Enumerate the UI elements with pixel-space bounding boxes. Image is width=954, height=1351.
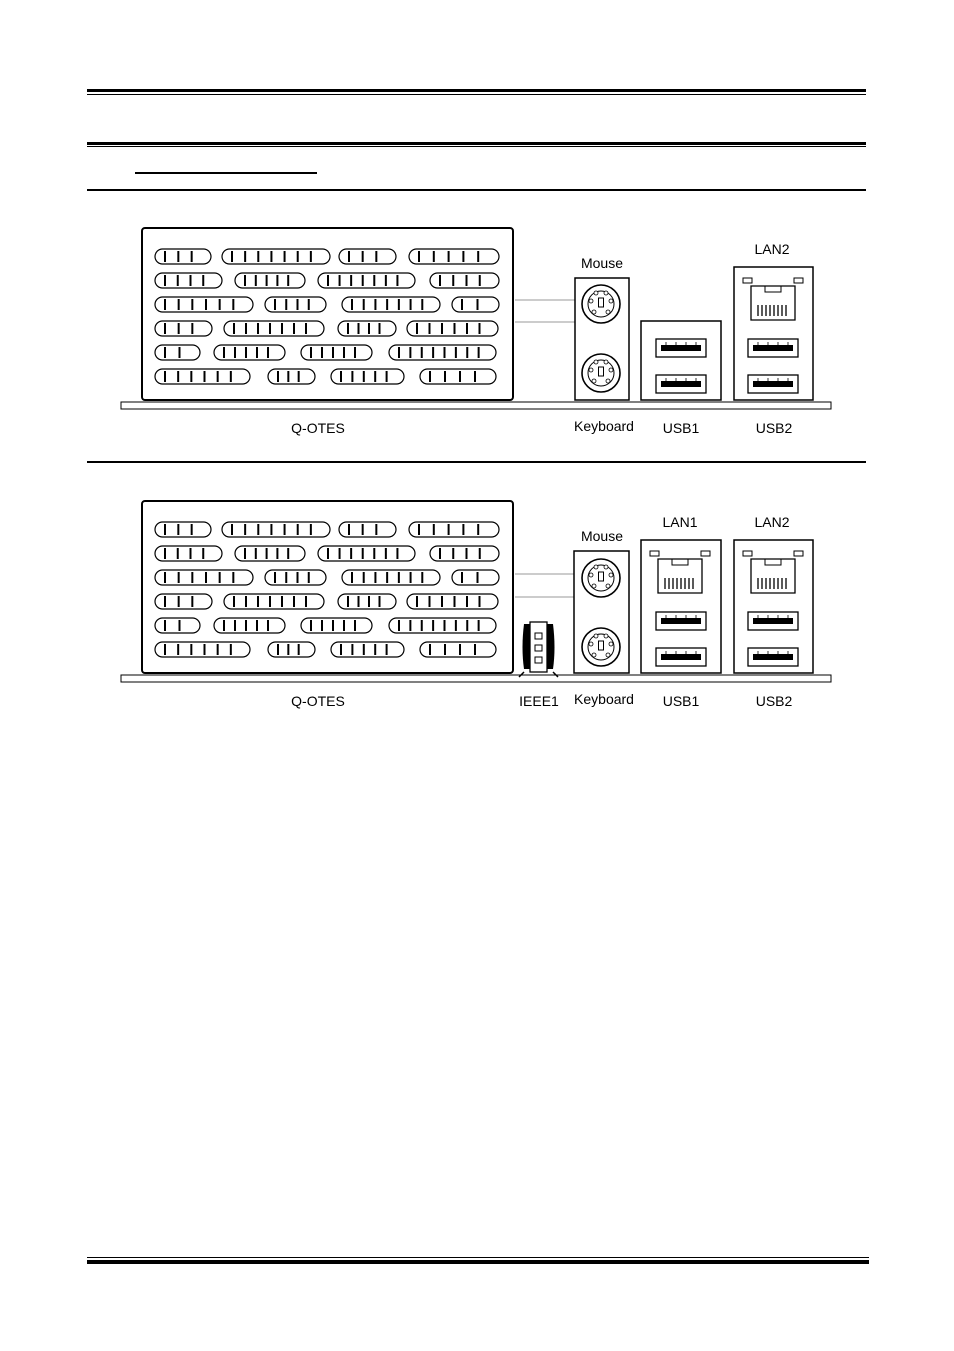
- vent-slot: [268, 369, 315, 384]
- usb2-label: USB2: [756, 420, 793, 436]
- vent-slot: [224, 594, 324, 609]
- vent-slot: [155, 249, 211, 264]
- usb-port-icon: [656, 375, 706, 393]
- vent-slot: [338, 321, 396, 336]
- vent-slot: [155, 570, 253, 585]
- vent-slot: [389, 618, 496, 633]
- ieee1394-port-icon: [519, 622, 558, 677]
- chassis-base-plate: [121, 402, 831, 409]
- keyboard-port-icon: [582, 628, 620, 666]
- vent-slot: [342, 570, 440, 585]
- usb-port-icon: [656, 339, 706, 357]
- vent-slot: [342, 297, 440, 312]
- mouse-port-icon: [582, 285, 620, 323]
- usb1-label: USB1: [663, 693, 700, 709]
- keyboard-port-icon: [582, 354, 620, 392]
- mouse-label: Mouse: [581, 255, 623, 271]
- vent-slot: [268, 642, 315, 657]
- usb-port-icon: [656, 612, 706, 630]
- usb1-label: USB1: [663, 420, 700, 436]
- vent-slot: [409, 249, 499, 264]
- vent-slot: [452, 570, 499, 585]
- vent-slot: [420, 369, 496, 384]
- vent-slot: [155, 297, 253, 312]
- usb-port-icon: [748, 339, 798, 357]
- keyboard-label: Keyboard: [574, 691, 634, 707]
- vent-slot: [409, 522, 499, 537]
- vent-slot: [318, 273, 415, 288]
- usb-port-icon: [748, 375, 798, 393]
- vent-slot: [420, 642, 496, 657]
- lan2-label: LAN2: [754, 241, 789, 257]
- vent-slot: [155, 522, 211, 537]
- lan1-label: LAN1: [662, 514, 697, 530]
- vent-slot: [222, 522, 330, 537]
- q-otes-label: Q-OTES: [291, 420, 345, 436]
- figure-2: Mouse LAN1 LAN2 Q-OTES IEEE1 Keyboard US…: [121, 501, 831, 709]
- vent-slot: [339, 249, 396, 264]
- vent-slot: [155, 369, 250, 384]
- vent-slot: [318, 546, 415, 561]
- vent-slot: [224, 321, 324, 336]
- vent-slot: [155, 345, 200, 360]
- chassis-base-plate: [121, 675, 831, 682]
- vent-slot: [338, 594, 396, 609]
- mouse-label: Mouse: [581, 528, 623, 544]
- vent-slot: [222, 249, 330, 264]
- usb-port-icon: [748, 612, 798, 630]
- figure-1: Mouse LAN2 Q-OTES Keyboard USB1 USB2: [121, 228, 831, 436]
- vent-slot: [155, 642, 250, 657]
- lan2-label: LAN2: [754, 514, 789, 530]
- usb2-label: USB2: [756, 693, 793, 709]
- vent-slot: [339, 522, 396, 537]
- vent-slot: [452, 297, 499, 312]
- mouse-port-icon: [582, 559, 620, 597]
- vent-slot: [407, 321, 498, 336]
- usb-port-icon: [748, 648, 798, 666]
- vent-slot: [155, 594, 212, 609]
- vent-slot: [155, 321, 212, 336]
- usb-port-icon: [656, 648, 706, 666]
- vent-slot: [155, 618, 200, 633]
- vent-slot: [407, 594, 498, 609]
- keyboard-label: Keyboard: [574, 418, 634, 434]
- ieee1-label: IEEE1: [519, 693, 559, 709]
- vent-slot: [389, 345, 496, 360]
- q-otes-label: Q-OTES: [291, 693, 345, 709]
